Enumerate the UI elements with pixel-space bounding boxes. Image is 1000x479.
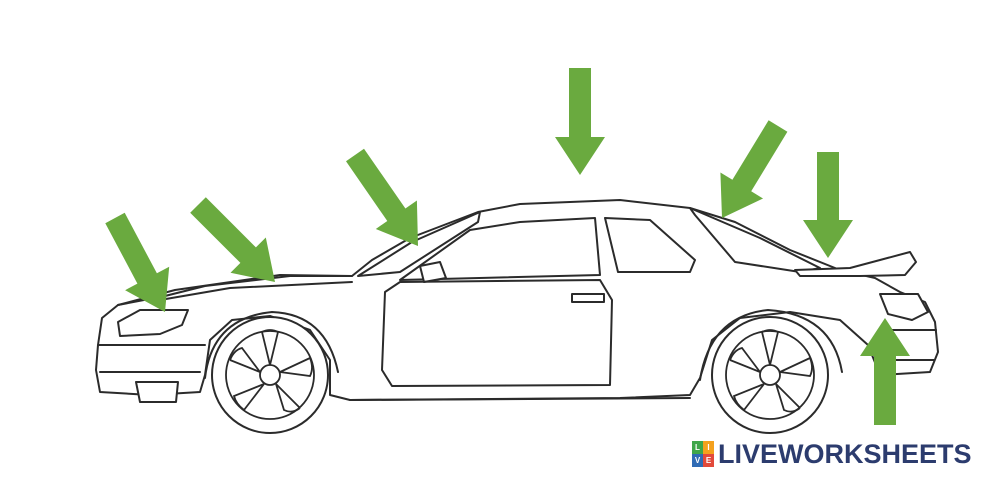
liveworksheets-brand: L I V E LIVEWORKSHEETS <box>692 436 972 472</box>
front-wheel <box>211 316 329 434</box>
door-handle <box>571 293 605 303</box>
logo-letter: E <box>703 454 714 467</box>
side-window-rear <box>604 217 696 273</box>
hood-edge <box>159 281 353 301</box>
brand-name: LIVEWORKSHEETS <box>718 438 972 469</box>
rear-wheel <box>711 316 829 434</box>
liveworksheets-logo-icon: L I V E <box>692 441 714 467</box>
arrow-windshield <box>346 148 418 246</box>
side-skirt <box>349 397 691 401</box>
rear-wheel-arch <box>699 309 843 381</box>
fog-light <box>135 381 179 403</box>
tail-light <box>879 293 929 321</box>
car-illustration <box>95 199 939 403</box>
arrow-trunk-spoiler <box>803 152 853 258</box>
side-mirror <box>419 261 447 283</box>
door-outline <box>381 279 613 387</box>
front-wheel-arch <box>204 311 339 379</box>
arrow-tail-light <box>860 318 910 425</box>
headlight <box>117 309 189 337</box>
arrow-hood <box>190 197 275 282</box>
arrow-rear-window <box>720 120 788 218</box>
logo-letter: I <box>703 441 714 454</box>
arrow-roof <box>555 68 605 175</box>
windshield <box>357 211 481 277</box>
pointer-arrows <box>105 68 910 425</box>
side-window-front <box>399 217 601 281</box>
front-bumper <box>97 344 206 373</box>
spoiler <box>794 251 917 277</box>
arrow-headlight <box>105 212 170 312</box>
logo-letter: V <box>692 454 703 467</box>
logo-letter: L <box>692 441 703 454</box>
